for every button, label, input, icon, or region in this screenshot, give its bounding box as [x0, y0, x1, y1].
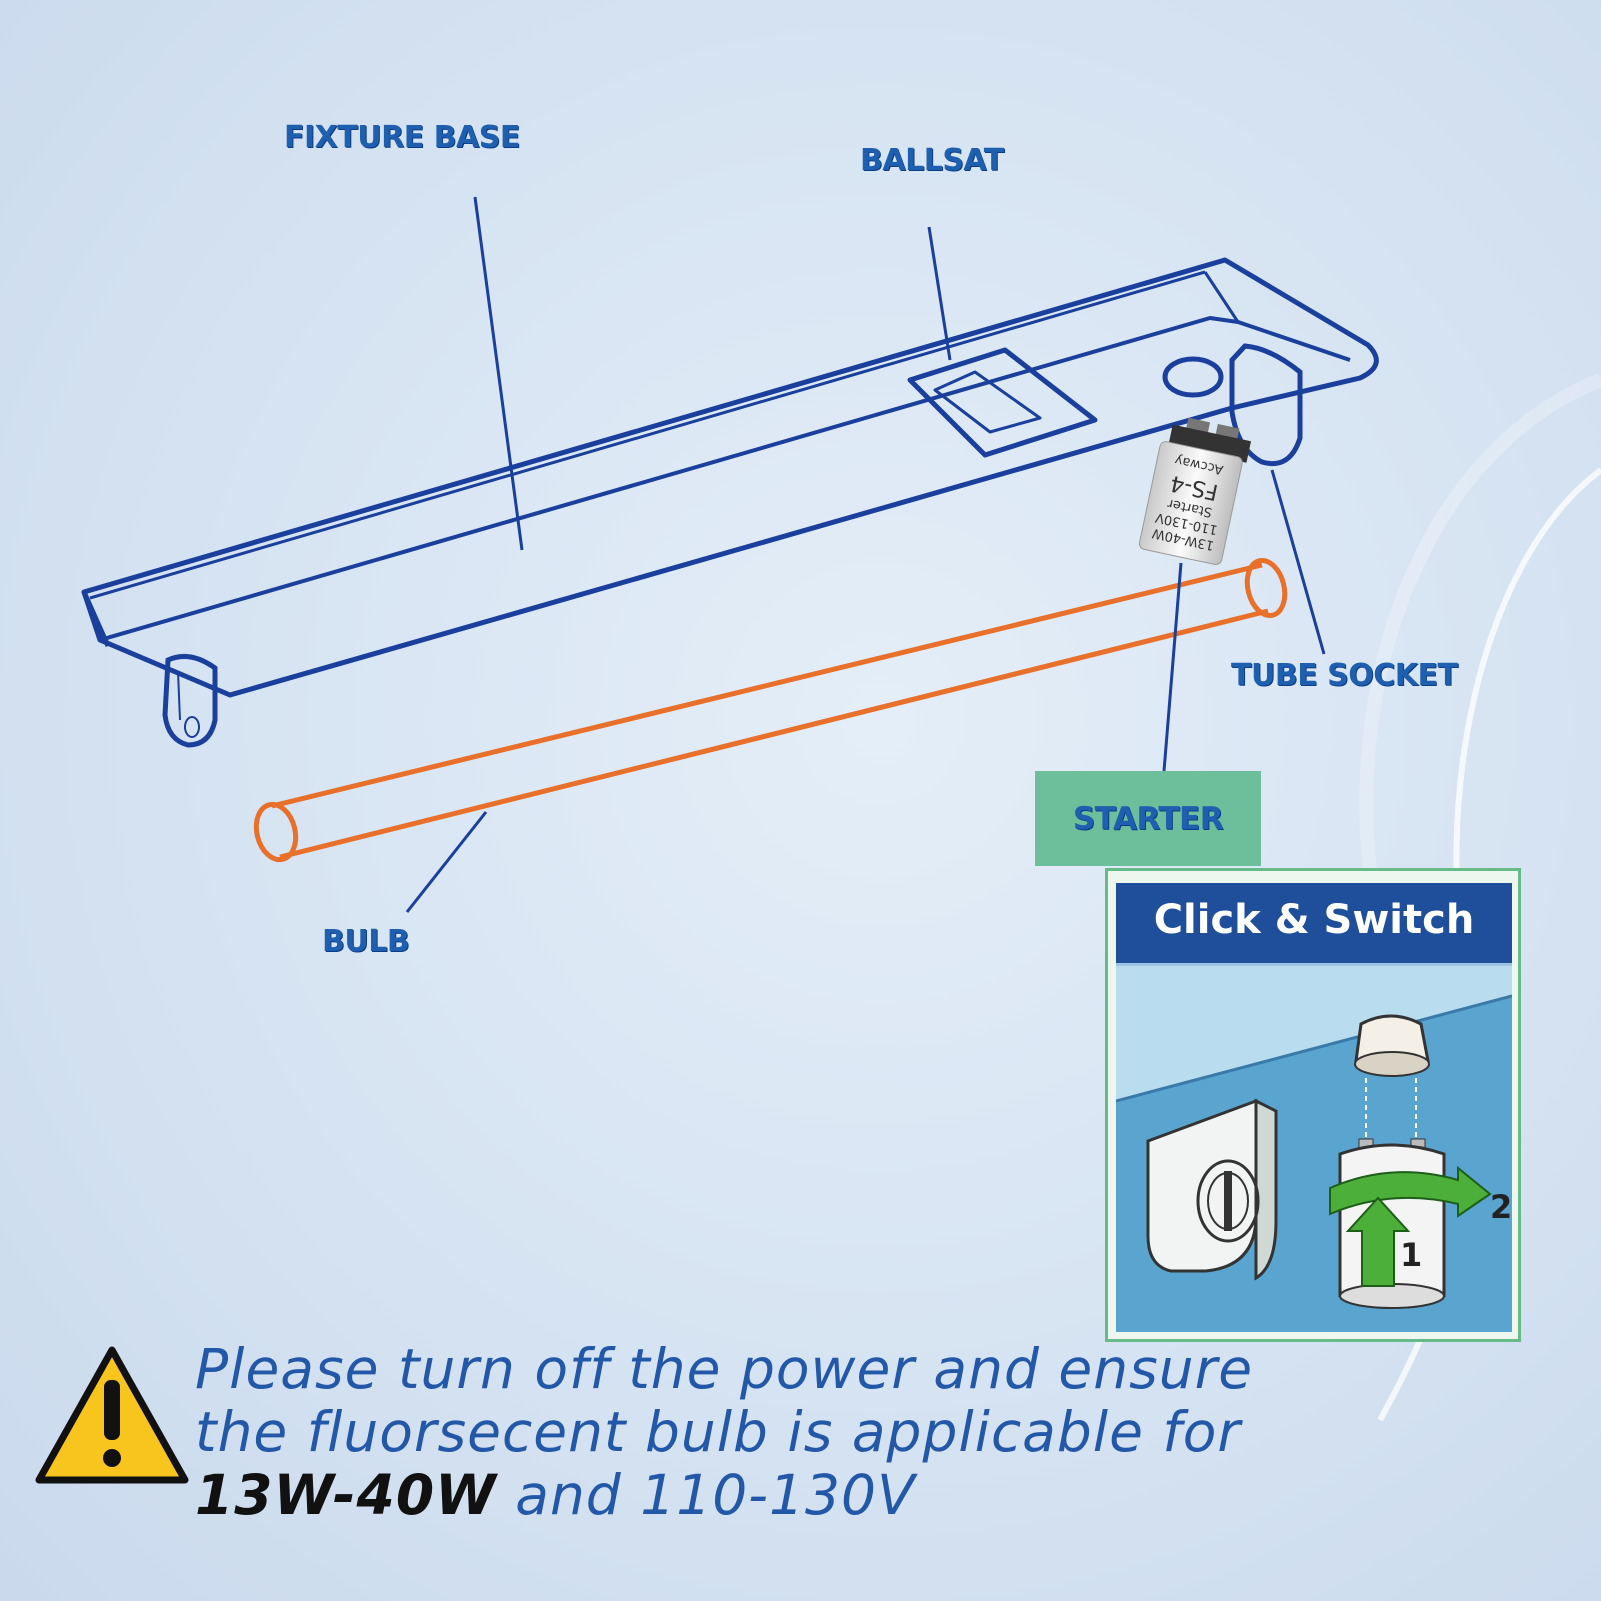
starter-label-box: STARTER: [1035, 771, 1261, 866]
starter-photo: 13W-40W 110-130V Starter FS-4 Accway: [1138, 417, 1252, 566]
warning-text: Please turn off the power and ensure the…: [195, 1338, 1253, 1527]
left-tube-socket: [162, 653, 218, 748]
leader-ballast: [927, 226, 952, 361]
warning-line-1: Please turn off the power and ensure: [195, 1337, 1254, 1401]
leader-socket: [1270, 469, 1326, 655]
warning-line-3-rest: and 110-130V: [496, 1463, 916, 1527]
inset-illustration: 1 2: [1116, 966, 1512, 1332]
label-fixture-base: FIXTURE BASE: [284, 120, 520, 155]
inset-starter-holder: [1354, 1014, 1430, 1077]
leader-starter: [1162, 562, 1183, 772]
leader-fixture: [473, 196, 524, 551]
label-ballast: BALLSAT: [860, 143, 1004, 178]
inset-step-1: 1: [1400, 1236, 1422, 1274]
inset-title: Click & Switch: [1153, 897, 1475, 943]
light-streak-soft: [1359, 373, 1601, 932]
leader-lines: [405, 196, 1326, 913]
label-tube-socket: TUBE SOCKET: [1231, 658, 1458, 693]
starter-socket-hole: [1162, 356, 1224, 398]
bulb: [253, 557, 1288, 863]
warning-line-3: 13W-40W and 110-130V: [195, 1464, 1253, 1527]
inset-header: Click & Switch: [1116, 883, 1512, 966]
warning-wattage-emphasis: 13W-40W: [195, 1463, 497, 1527]
ballast-bracket: [907, 347, 1098, 458]
leader-bulb: [405, 811, 488, 913]
inset-rotate-arrow: [1329, 1165, 1492, 1218]
fixture-base: [81, 257, 1379, 698]
inset-step-2: 2: [1490, 1188, 1512, 1226]
inset-up-arrow: [1345, 1196, 1411, 1287]
label-bulb: BULB: [322, 924, 410, 959]
warning-triangle-icon: [35, 1346, 189, 1484]
click-switch-inset: Click & Switch 1 2: [1105, 868, 1521, 1342]
warning-line-2: the fluorsecent bulb is applicable for: [195, 1400, 1242, 1464]
inset-tube-socket: [1146, 1098, 1278, 1281]
label-starter: STARTER: [1072, 800, 1224, 837]
